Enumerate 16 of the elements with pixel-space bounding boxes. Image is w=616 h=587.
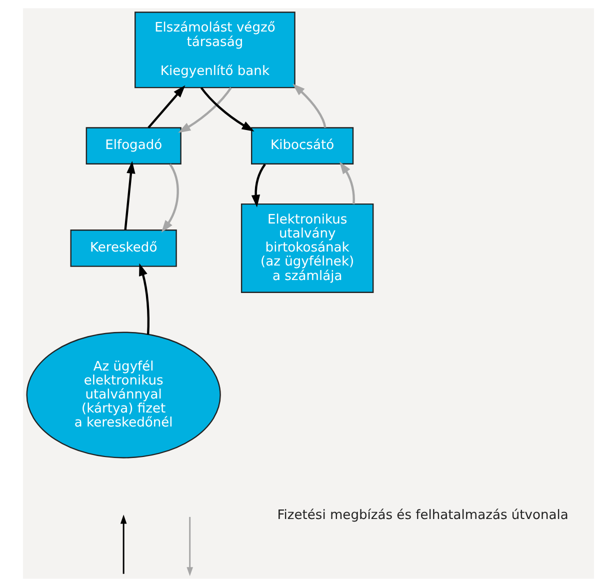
arrow [147, 85, 185, 128]
node-box: Elfogadó [85, 127, 181, 164]
arrow [124, 160, 135, 230]
arrow [338, 162, 354, 204]
arrow [250, 164, 266, 208]
node-ellipse: Az ügyfél elektronikus utalvánnyal (kártya) fizet a kereskedőnél [26, 332, 220, 458]
node-box: Elszámolást végző társaság Kiegyenlítő bank [134, 12, 295, 88]
node-box: Kibocsátó [250, 127, 354, 164]
arrow [178, 87, 232, 133]
arrow [138, 263, 150, 335]
arrow [160, 164, 178, 233]
arrow [292, 84, 326, 128]
arrow [200, 87, 254, 132]
legend-label: Fizetési megbízás és felhatalmazás útvonala [276, 508, 568, 524]
node-box: Kereskedő [70, 230, 176, 267]
node-box: Elektronikus utalvány birtokosának (az ügyfélnek) a számlája [240, 203, 374, 294]
